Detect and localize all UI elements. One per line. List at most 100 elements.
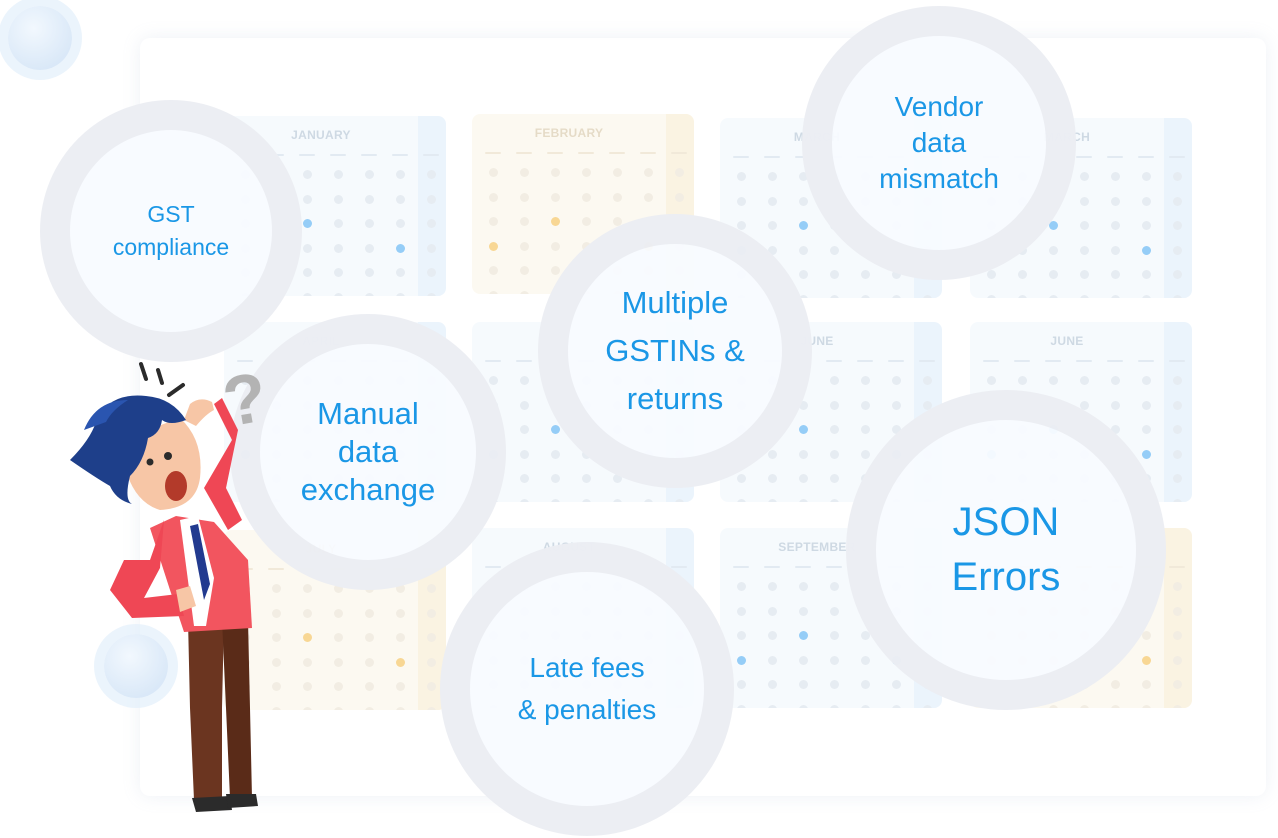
calendar-weekday-dash (516, 360, 532, 362)
calendar-day-dot (334, 219, 343, 228)
calendar-day-dot (1173, 172, 1182, 181)
calendar-day-dot (365, 657, 374, 667)
calendar-day-dot (987, 270, 996, 279)
calendar-weekday-dash (609, 152, 625, 154)
calendar-day-dot (520, 266, 529, 275)
calendar-day-dot (613, 192, 622, 202)
calendar-weekday-dash (1107, 360, 1123, 362)
calendar-weekday-dash (640, 152, 656, 154)
calendar-day-dot (1173, 582, 1182, 591)
calendar-day-dot (427, 657, 436, 667)
calendar-day-dot (582, 474, 591, 483)
calendar-day-dot (1142, 704, 1151, 708)
calendar-day-dot (334, 170, 343, 179)
calendar-weekday-dash (1169, 566, 1185, 568)
calendar-day-dot (241, 376, 250, 385)
calendar-day-dot (365, 633, 374, 642)
calendar-day-dot (396, 633, 405, 642)
calendar-day-dot (799, 449, 808, 459)
calendar-day-dot (272, 633, 281, 642)
calendar-day-dot (1173, 294, 1182, 298)
calendar-day-dot (1173, 425, 1182, 434)
calendar-day-dot (272, 682, 281, 691)
calendar-day-dot (892, 270, 901, 279)
bubble-label: Manual data exchange (300, 396, 436, 507)
calendar-day-dot (1111, 172, 1120, 181)
calendar-day-dot (365, 268, 374, 277)
calendar-day-dot (272, 608, 281, 618)
calendar-day-dot (830, 425, 839, 434)
calendar-day-dot (303, 268, 312, 277)
legs (188, 620, 258, 812)
calendar-day-dot (1142, 294, 1151, 298)
calendar-day-dot (892, 704, 901, 708)
calendar-day-dot (427, 170, 436, 179)
calendar-day-dot (1080, 172, 1089, 181)
calendar-day-dot (799, 294, 808, 298)
calendar-day-highlight (489, 241, 498, 251)
calendar-day-dot (1080, 196, 1089, 206)
calendar-day-dot (1049, 376, 1058, 385)
calendar-weekday-dash (857, 360, 873, 362)
calendar-day-dot (1142, 221, 1151, 230)
calendar-day-dot (644, 168, 653, 177)
calendar-day-dot (1049, 270, 1058, 279)
calendar-day-dot (892, 680, 901, 689)
calendar-day-dot (427, 584, 436, 593)
stress-lines (139, 362, 185, 397)
calendar-day-dot (1173, 498, 1182, 502)
bubble-vendor-mismatch: Vendor data mismatch (802, 6, 1076, 280)
calendar-day-dot (1080, 704, 1089, 708)
calendar-day-highlight (737, 655, 746, 665)
calendar-day-dot (799, 245, 808, 255)
calendar-day-highlight (1142, 655, 1151, 665)
calendar-day-dot (830, 474, 839, 483)
calendar-day-dot (830, 270, 839, 279)
calendar-day-dot (520, 425, 529, 434)
calendar-day-dot (1142, 376, 1151, 385)
calendar-day-dot (427, 268, 436, 277)
calendar-day-dot (427, 292, 436, 296)
calendar-day-dot (489, 217, 498, 226)
calendar-day-dot (830, 400, 839, 410)
calendar-day-dot (365, 170, 374, 179)
calendar-day-dot (768, 631, 777, 640)
calendar-day-dot (892, 294, 901, 298)
calendar-day-dot (830, 449, 839, 459)
calendar-day-dot (427, 219, 436, 228)
calendar-day-dot (830, 704, 839, 708)
calendar-day-dot (365, 682, 374, 691)
bubble-late-fees: Late fees & penalties (440, 542, 734, 836)
calendar-month-label: JUNE (1050, 334, 1084, 348)
calendar-day-dot (768, 655, 777, 665)
calendar-day-dot (830, 245, 839, 255)
calendar-day-dot (861, 294, 870, 298)
calendar-day-dot (520, 376, 529, 385)
calendar-day-dot (830, 294, 839, 298)
calendar-day-dot (1142, 680, 1151, 689)
decorative-circle-top-left (8, 6, 72, 70)
head (70, 395, 214, 510)
calendar-day-highlight (396, 657, 405, 667)
calendar-day-dot (551, 449, 560, 459)
calendar-day-highlight (1049, 221, 1058, 230)
calendar-day-dot (1173, 606, 1182, 616)
calendar-weekday-dash (237, 360, 253, 362)
calendar-day-dot (737, 631, 746, 640)
calendar-day-dot (272, 706, 281, 710)
calendar-day-dot (768, 606, 777, 616)
calendar-day-dot (1080, 270, 1089, 279)
calendar-day-dot (520, 241, 529, 251)
calendar-day-dot (427, 706, 436, 710)
calendar-day-dot (551, 266, 560, 275)
calendar-day-dot (365, 706, 374, 710)
calendar-day-dot (520, 290, 529, 294)
calendar-day-dot (830, 655, 839, 665)
calendar-day-dot (768, 245, 777, 255)
calendar-day-dot (365, 292, 374, 296)
calendar-day-dot (799, 655, 808, 665)
calendar-day-dot (737, 172, 746, 181)
bubble-label: GST compliance (112, 201, 230, 260)
calendar-day-dot (365, 194, 374, 204)
calendar-day-highlight (1142, 449, 1151, 459)
